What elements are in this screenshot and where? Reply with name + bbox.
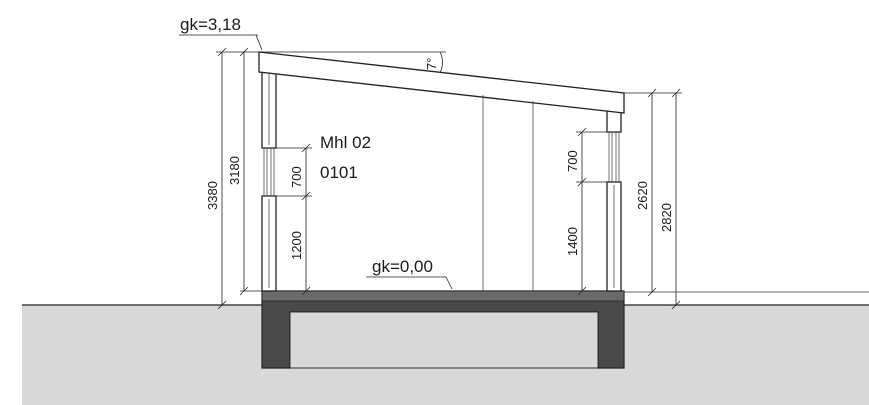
svg-text:3380: 3380: [205, 181, 220, 210]
svg-text:3180: 3180: [227, 156, 242, 185]
roof-slab: [258, 51, 625, 114]
dim-right-inner: 2620: [624, 88, 682, 297]
room-name: Mhl 02: [320, 133, 371, 152]
svg-text:700: 700: [289, 166, 304, 188]
floor-level-label: gk=0,00: [372, 257, 433, 276]
svg-text:700: 700: [565, 150, 580, 172]
roof-level-label: gk=3,18: [180, 15, 241, 34]
crawl-space: [289, 311, 599, 369]
floor-level-marker-leader: [445, 276, 453, 290]
svg-text:2820: 2820: [659, 203, 674, 232]
right-window: [607, 131, 621, 183]
dim-right-window: 700 1400: [565, 127, 607, 296]
roof-level-marker-leader: [255, 34, 263, 51]
dim-left-inner: 3180: [227, 47, 262, 296]
svg-text:1200: 1200: [289, 231, 304, 260]
roof-angle-arc: [439, 51, 443, 74]
left-window: [262, 147, 276, 197]
svg-text:1400: 1400: [565, 227, 580, 256]
roof-angle-label: 7°: [424, 58, 439, 70]
room-number: 0101: [320, 163, 358, 182]
dim-left-total: 3380: [205, 47, 260, 310]
dim-right-total: 2820: [659, 88, 681, 310]
svg-text:2620: 2620: [635, 181, 650, 210]
dim-left-window: 700 1200: [276, 143, 312, 296]
right-wall-upper: [606, 110, 622, 133]
floor-slab: [261, 290, 625, 302]
